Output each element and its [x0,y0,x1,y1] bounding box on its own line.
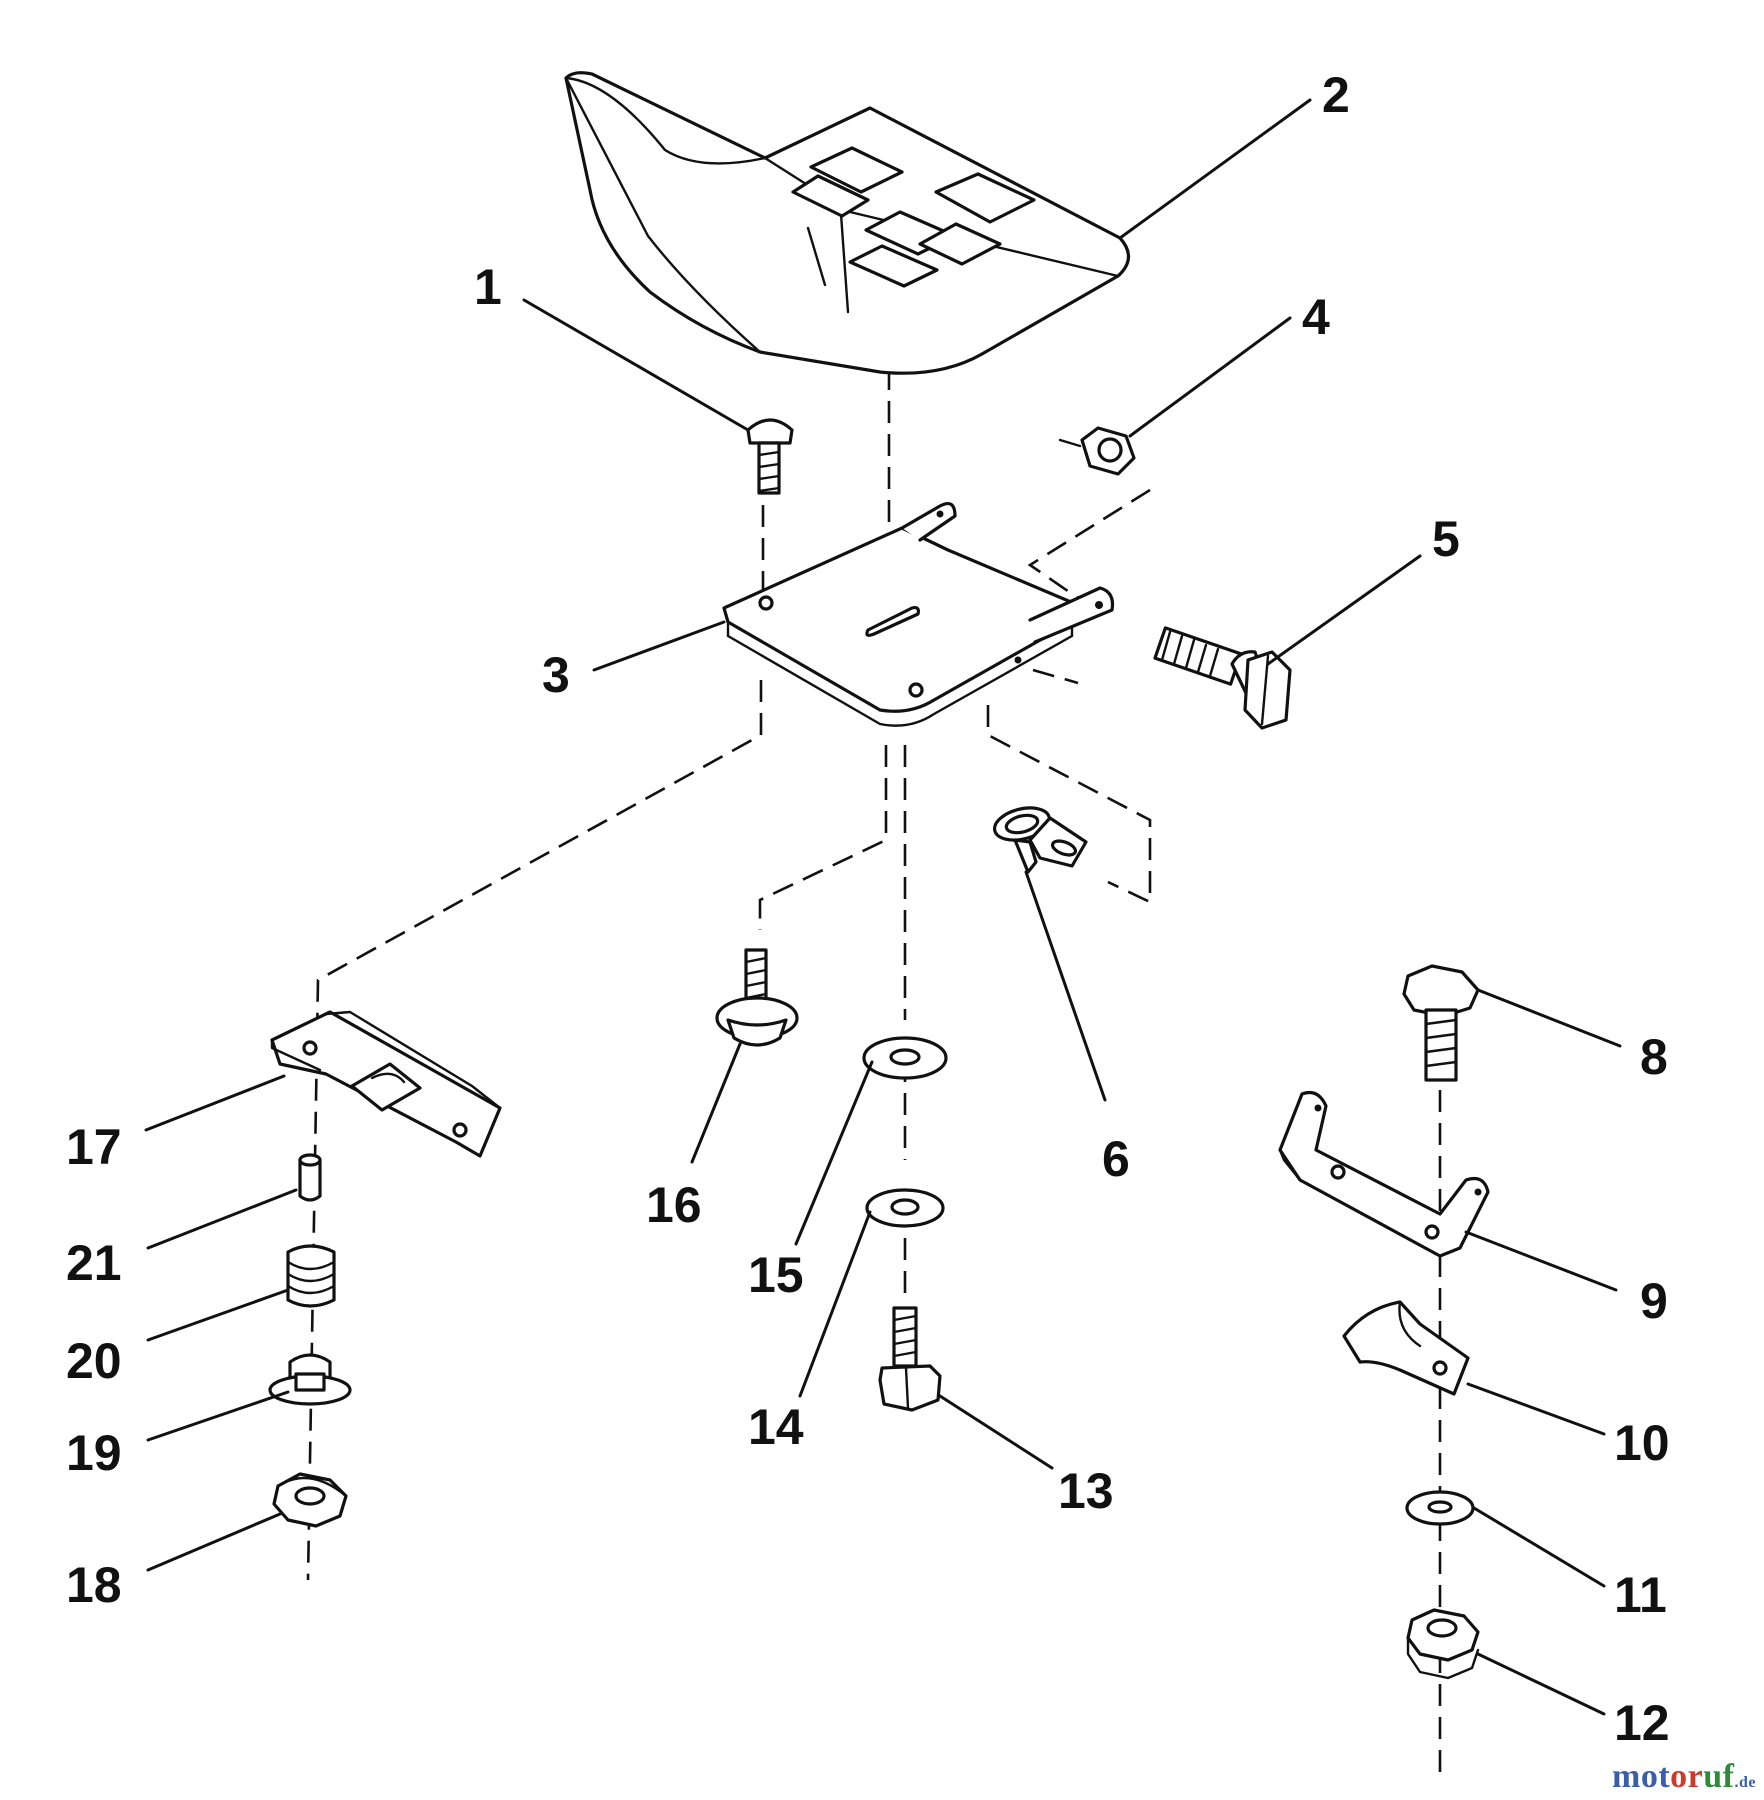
callout-18: 18 [66,1557,122,1613]
pin [298,1153,322,1202]
washer-11 [1405,1490,1475,1526]
flange-nut [272,1472,348,1528]
hex-bolt-13 [878,1306,942,1412]
slide-bracket [270,1010,502,1158]
bracket [1278,1090,1490,1258]
callout-10: 10 [1614,1415,1670,1471]
shoulder-bolt [715,948,799,1047]
hex-nut [1058,426,1136,476]
hex-bolt-8 [1402,964,1480,1082]
flat-washer-small [865,1188,945,1228]
watermark-logo: motoruf.de [1612,1758,1756,1795]
flat-washer-large [862,1036,948,1080]
callout-6: 6 [1102,1131,1130,1187]
callout-19: 19 [66,1425,122,1481]
callout-11: 11 [1614,1567,1667,1623]
callout-20: 20 [66,1333,122,1389]
leader-lines [144,98,1622,1716]
callout-8: 8 [1640,1029,1668,1085]
carriage-bolt [746,418,794,495]
callout-15: 15 [748,1247,804,1303]
adjust-knob [268,1353,352,1406]
seat [564,71,1131,375]
lock-nut [1406,1608,1480,1680]
callout-16: 16 [646,1177,702,1233]
callout-13: 13 [1058,1463,1114,1519]
callout-3: 3 [542,647,570,703]
callout-21: 21 [66,1235,122,1291]
callout-5: 5 [1432,511,1460,567]
callout-17: 17 [66,1119,122,1175]
callout-4: 4 [1302,289,1330,345]
callout-numbers: 2 1 4 5 3 6 8 9 10 11 12 13 14 15 16 17 … [66,67,1670,1751]
compression-spring [286,1244,336,1308]
callout-9: 9 [1640,1273,1668,1329]
callout-1: 1 [474,259,502,315]
spring-plate [1342,1300,1470,1396]
seat-clip [992,806,1088,874]
callout-12: 12 [1614,1695,1670,1751]
callout-2: 2 [1322,67,1350,123]
seat-pan [722,502,1115,727]
hex-flange-bolt [1153,626,1292,730]
callout-14: 14 [748,1399,804,1455]
